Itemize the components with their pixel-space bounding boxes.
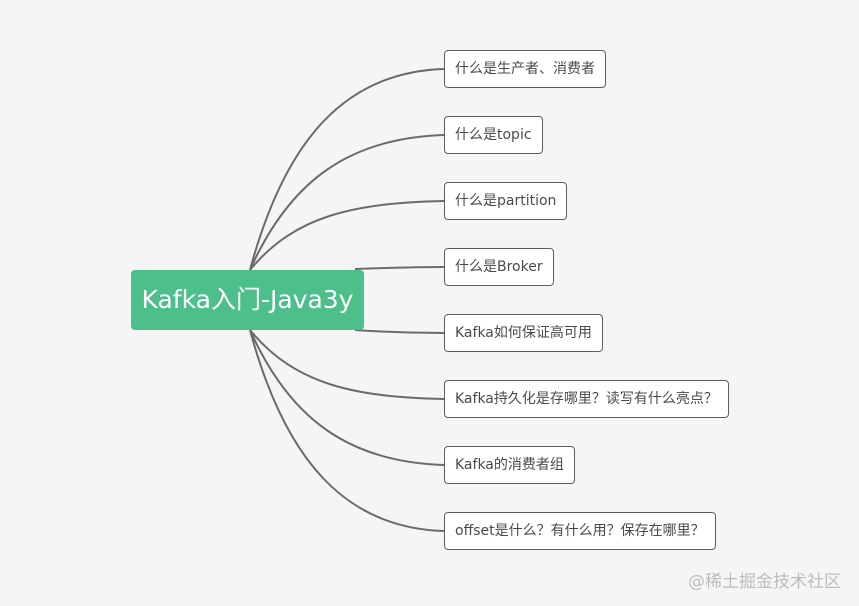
connector-line-2 [249,134,445,271]
connector-line-5 [354,329,445,334]
connector-line-4 [354,266,445,270]
connector-line-1 [249,68,445,271]
watermark-text: @稀土掘金技术社区 [688,572,841,592]
branch-node-3[interactable]: 什么是partition [444,182,568,220]
root-topic-node[interactable]: Kafka入门-Java3y [131,270,364,330]
branch-node-4[interactable]: 什么是Broker [444,248,554,286]
connector-line-3 [249,200,445,271]
branch-node-5[interactable]: Kafka如何保证高可用 [444,314,603,352]
branch-node-2[interactable]: 什么是topic [444,116,543,154]
connector-line-6 [249,329,445,400]
branch-node-6[interactable]: Kafka持久化是存哪里？读写有什么亮点？ [444,380,729,418]
branch-node-8[interactable]: offset是什么？有什么用？保存在哪里？ [444,512,716,550]
branch-node-7[interactable]: Kafka的消费者组 [444,446,575,484]
branch-node-1[interactable]: 什么是生产者、消费者 [444,50,606,88]
connector-line-7 [249,329,445,466]
connector-line-8 [249,329,445,532]
